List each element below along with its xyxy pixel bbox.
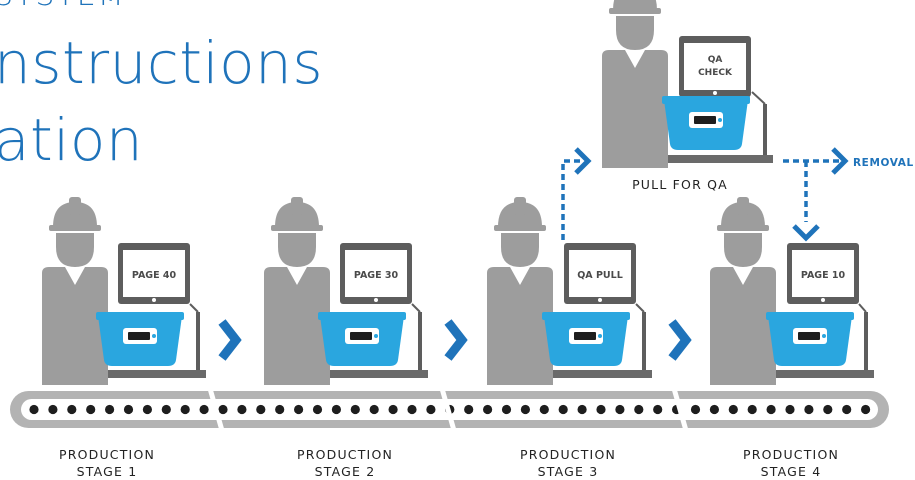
bin-icon-qa bbox=[662, 96, 750, 150]
stage-label-1: PRODUCTION STAGE 1 bbox=[17, 446, 197, 480]
worker-icon-stage-1 bbox=[42, 197, 108, 385]
conveyor-dot bbox=[86, 404, 96, 415]
conveyor-dot bbox=[501, 404, 512, 415]
conveyor-dot bbox=[29, 404, 39, 415]
conveyor-dot bbox=[407, 404, 417, 415]
worker-icon-stage-2 bbox=[264, 197, 330, 385]
station-stage-4: PAGE 10 bbox=[710, 197, 874, 385]
conveyor-dot bbox=[728, 404, 738, 415]
screen-text-qa-line-2: CHECK bbox=[698, 68, 733, 78]
chevron-right-icon bbox=[444, 319, 468, 361]
conveyor-dot bbox=[653, 404, 663, 415]
screen-text-qa-line-1: QA bbox=[708, 55, 723, 65]
conveyor-dot bbox=[388, 404, 398, 415]
conveyor-dot bbox=[464, 404, 474, 415]
conveyor-dot bbox=[823, 404, 833, 415]
stage-label-3-line-2: STAGE 3 bbox=[537, 464, 599, 479]
conveyor-dot bbox=[237, 404, 247, 415]
chevron-right-icon bbox=[218, 319, 242, 361]
heading-top-fragment: SYSTEM bbox=[0, 0, 126, 13]
stage-label-4: PRODUCTION STAGE 4 bbox=[701, 446, 881, 480]
bin-icon-stage-1 bbox=[96, 312, 184, 366]
bin-icon-stage-2 bbox=[318, 312, 406, 366]
screen-text-stage-2: PAGE 30 bbox=[354, 270, 399, 281]
qa-station-label: PULL FOR QA bbox=[632, 177, 728, 192]
screen-text-stage-3: QA PULL bbox=[577, 270, 623, 281]
conveyor-dot bbox=[426, 404, 436, 415]
worker-icon-qa bbox=[602, 0, 668, 168]
removal-label: REMOVAL bbox=[853, 157, 914, 169]
conveyor-dot bbox=[256, 404, 266, 415]
stage-label-4-line-2: STAGE 4 bbox=[760, 464, 822, 479]
conveyor-dot bbox=[766, 404, 776, 415]
stage-label-1-line-1: PRODUCTION bbox=[58, 447, 156, 462]
conveyor-dot bbox=[596, 404, 606, 415]
conveyor-dot bbox=[105, 404, 115, 415]
station-qa-check: QA CHECK bbox=[602, 0, 773, 168]
conveyor-dot bbox=[180, 404, 190, 415]
conveyor-dot bbox=[331, 404, 341, 415]
conveyor-dot bbox=[161, 404, 171, 415]
conveyor-dot bbox=[577, 404, 587, 415]
dashed-arrow-icon-removal bbox=[783, 147, 849, 242]
stage-label-2-line-1: PRODUCTION bbox=[296, 447, 394, 462]
conveyor-dot bbox=[709, 404, 720, 415]
stage-label-3-line-1: PRODUCTION bbox=[519, 447, 617, 462]
conveyor-dot bbox=[142, 404, 152, 415]
conveyor-dot bbox=[690, 404, 701, 415]
conveyor-dot bbox=[67, 404, 77, 415]
heading-line-1: nstructions bbox=[0, 29, 324, 97]
conveyor-dot bbox=[48, 404, 58, 415]
stage-label-4-line-1: PRODUCTION bbox=[742, 447, 840, 462]
conveyor-dot bbox=[785, 404, 795, 415]
screen-text-stage-1: PAGE 40 bbox=[132, 270, 177, 281]
conveyor-dot bbox=[218, 404, 228, 415]
station-stage-3: QA PULL bbox=[487, 197, 652, 385]
stage-label-3: PRODUCTION STAGE 3 bbox=[478, 446, 658, 480]
conveyor-dot bbox=[350, 404, 360, 415]
conveyor-belt-icon bbox=[10, 384, 889, 435]
conveyor-dot bbox=[558, 404, 568, 415]
worker-icon-stage-3 bbox=[487, 197, 553, 385]
conveyor-dot bbox=[123, 404, 134, 415]
conveyor-dot bbox=[539, 404, 549, 415]
heading-line-2: ation bbox=[0, 106, 144, 174]
conveyor-dot bbox=[861, 404, 871, 415]
conveyor-dot bbox=[199, 404, 209, 415]
conveyor-dot bbox=[275, 404, 285, 415]
stage-label-2-line-2: STAGE 2 bbox=[314, 464, 376, 479]
conveyor-dot bbox=[842, 404, 852, 415]
conveyor-dot bbox=[369, 404, 379, 415]
conveyor-dot bbox=[747, 404, 757, 415]
conveyor-dot bbox=[294, 404, 304, 415]
chevron-right-icon bbox=[668, 319, 692, 361]
conveyor-dot bbox=[634, 404, 644, 415]
conveyor-dot bbox=[615, 404, 625, 415]
screen-text-stage-4: PAGE 10 bbox=[801, 270, 846, 281]
conveyor-dot bbox=[804, 404, 814, 415]
stage-label-1-line-2: STAGE 1 bbox=[76, 464, 138, 479]
worker-icon-stage-4 bbox=[710, 197, 776, 385]
conveyor-dot bbox=[312, 404, 323, 415]
dashed-arrow-icon-to-qa bbox=[561, 147, 592, 240]
conveyor-dot bbox=[483, 404, 493, 415]
bin-icon-stage-4 bbox=[766, 312, 854, 366]
bin-icon-stage-3 bbox=[542, 312, 630, 366]
station-stage-2: PAGE 30 bbox=[264, 197, 428, 385]
station-stage-1: PAGE 40 bbox=[42, 197, 206, 385]
conveyor-dot bbox=[520, 404, 531, 415]
stage-label-2: PRODUCTION STAGE 2 bbox=[255, 446, 435, 480]
